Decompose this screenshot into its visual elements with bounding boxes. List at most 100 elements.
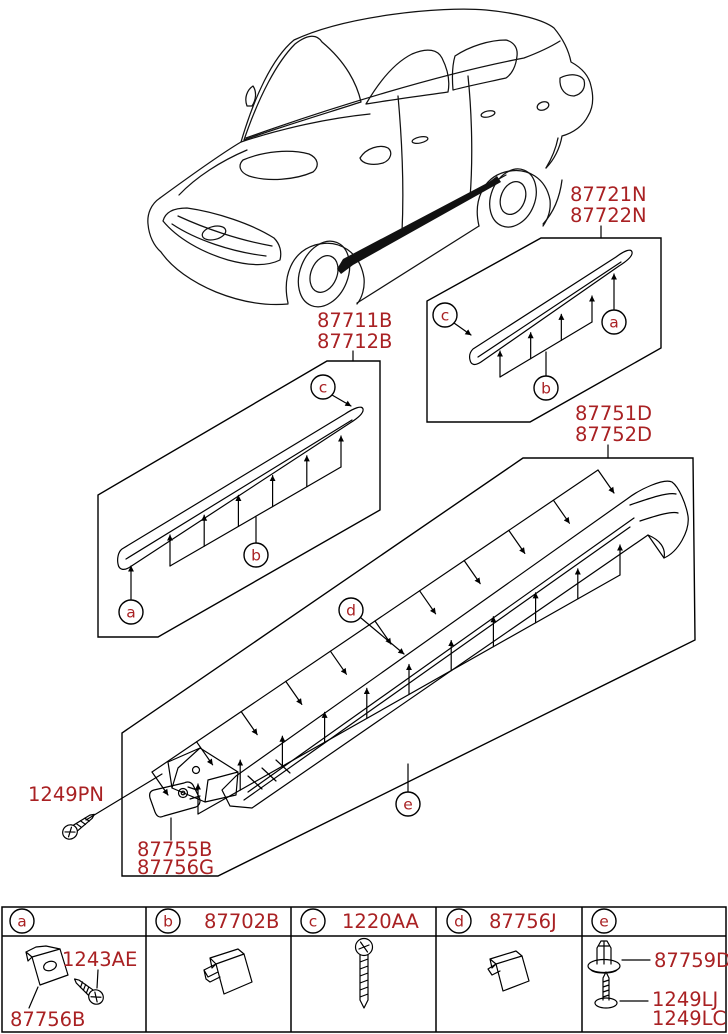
moulding-strip-rear-crease: [477, 261, 622, 358]
marker-letter-c: c: [319, 379, 328, 397]
part-label-87751D[interactable]: 87751D: [575, 402, 652, 425]
marker-letter-c: c: [441, 307, 450, 325]
end-piece-grommet: [177, 787, 189, 799]
table-grid: [1, 906, 727, 1033]
callout-rear-door-moulding: 87721N 87722N: [570, 183, 647, 239]
table-part-87702B[interactable]: 87702B: [204, 910, 279, 933]
part-label-87752D[interactable]: 87752D: [575, 423, 652, 446]
car-side-sill-highlight: [337, 176, 501, 274]
marker-circle-e: [395, 791, 421, 817]
table-header-circle-d: [446, 908, 472, 934]
table-cell-e: 87759D 1249LJ 1249LC: [587, 940, 728, 1030]
callout-tapping-screw: 1249PN: [28, 773, 163, 840]
callout-sill-end-piece: 87755B 87756G: [137, 817, 214, 879]
car-front-wheel-arch: [285, 242, 365, 305]
table-part-1220AA[interactable]: 1220AA: [342, 910, 420, 933]
car-rear-wheel-hub: [499, 180, 527, 216]
car-badge: [201, 225, 227, 241]
part-label-87711B[interactable]: 87711B: [317, 309, 392, 332]
side-sill-endcap-detail: [629, 493, 679, 559]
screw-head: [62, 824, 78, 840]
exploded-box-side-sill: d e: [121, 457, 696, 877]
box-outline: [97, 360, 381, 638]
clip-arrow-comb-e: [195, 544, 623, 815]
moulding-strip-front: [117, 406, 364, 570]
part-label-87756G[interactable]: 87756G: [137, 856, 214, 879]
car-windshield: [243, 35, 362, 141]
table-header-letter-d: d: [454, 913, 464, 931]
bolt-shaft: [602, 971, 610, 1001]
sill-end-bracket: [167, 747, 239, 803]
clip-arrow-comb-d: [151, 469, 615, 796]
clip-stem: [596, 940, 612, 965]
screw-head: [354, 937, 374, 957]
car-rear-wheel-arch: [476, 170, 551, 227]
legend-table: a b 87702B c 1220AA d 87756J e 87756B 12…: [1, 906, 728, 1033]
fastener-arrow: [240, 710, 258, 736]
exploded-box-rear-moulding: c a b: [426, 237, 662, 423]
fastener-arrow: [285, 680, 303, 706]
marker-letter-b: b: [251, 547, 261, 565]
comb-baseline: [169, 466, 342, 567]
exploded-box-front-moulding: c b a: [97, 360, 381, 638]
box-outline: [426, 237, 662, 423]
fastener-arrow: [508, 529, 526, 555]
car-rear-wheel: [489, 168, 537, 228]
car-sill-tip-line: [496, 174, 507, 181]
comb-baseline: [499, 321, 593, 378]
marker-circle-b: [243, 542, 269, 568]
table-part-1249LC[interactable]: 1249LC: [652, 1007, 726, 1030]
car-door-handle-rear: [480, 110, 496, 118]
part-label-87755B[interactable]: 87755B: [137, 838, 212, 861]
table-part-1249LJ[interactable]: 1249LJ: [652, 988, 718, 1011]
table-header-letter-c: c: [309, 913, 318, 931]
fastener-arrow: [419, 590, 437, 615]
part-label-1249PN[interactable]: 1249PN: [28, 783, 104, 806]
part-label-87722N[interactable]: 87722N: [570, 204, 647, 227]
clip-87759D-icon: [587, 940, 621, 974]
screw-shaft: [73, 978, 94, 996]
car-body-top: [159, 8, 594, 199]
bolt-1249LJ-icon: [594, 971, 618, 1009]
leader-line: [96, 969, 99, 989]
part-label-87721N[interactable]: 87721N: [570, 183, 647, 206]
table-header-circle-e: [591, 908, 617, 934]
bolt-flange: [594, 997, 618, 1009]
car-beltline: [245, 40, 561, 139]
end-piece-grommet-center: [180, 790, 186, 796]
marker-circle-c: [432, 302, 458, 328]
car-taillight: [559, 74, 586, 97]
table-header-letter-e: e: [599, 913, 609, 931]
table-part-87756J[interactable]: 87756J: [489, 910, 557, 933]
clamp-side: [25, 945, 61, 962]
clip-prong: [487, 963, 501, 976]
clip-87756J-icon: [487, 950, 530, 992]
screw-1220AA-icon: [354, 937, 374, 1009]
table-part-1243AE[interactable]: 1243AE: [62, 948, 137, 971]
table-header-circle-b: [155, 908, 181, 934]
table-part-87756B[interactable]: 87756B: [10, 1008, 85, 1031]
fastener-arrow: [329, 650, 347, 675]
table-header-letter-b: b: [163, 913, 173, 931]
table-header-letter-a: a: [17, 913, 27, 931]
clip-top: [209, 948, 245, 969]
table-part-87759D[interactable]: 87759D: [654, 949, 728, 972]
car-fuel-door: [536, 101, 550, 111]
part-label-87712B[interactable]: 87712B: [317, 330, 392, 353]
car-front-window: [365, 49, 450, 105]
clip-prongs: [203, 963, 221, 983]
moulding-strip-rear: [469, 249, 633, 366]
fastener-arrow: [463, 559, 481, 585]
fastener-arrow: [196, 741, 214, 766]
screw-shaft: [73, 813, 95, 832]
clamp-hole: [43, 960, 57, 972]
screw-1249PN-icon: [62, 813, 95, 840]
marker-d-arrow: [360, 617, 405, 655]
car-grille-mesh: [171, 215, 273, 257]
car-front-wheel: [297, 240, 351, 308]
box-outline: [121, 457, 696, 877]
clip-flange-skirt: [590, 969, 618, 974]
moulding-strip-front-crease: [125, 419, 353, 560]
